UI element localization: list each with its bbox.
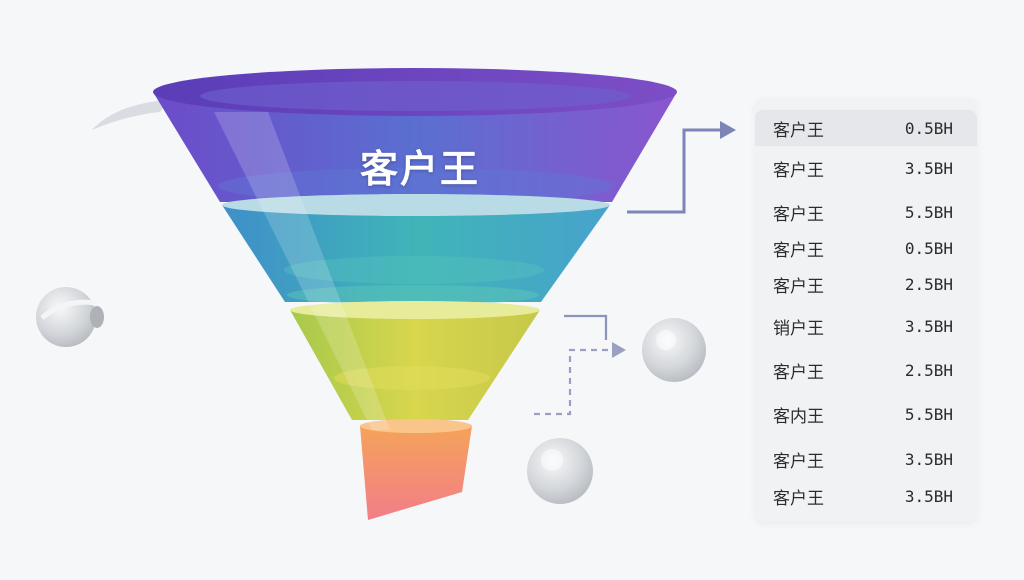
row-value: 5.5BH [904,404,953,424]
panel-row[interactable]: 客户王 2.5BH [755,266,977,302]
row-label: 客户王 [773,204,824,225]
row-value: 3.5BH [904,449,953,469]
panel-row[interactable]: 客内王 5.5BH [755,396,977,432]
panel-row[interactable]: 客户王 3.5BH [755,441,977,477]
arrow-right-icon [720,121,736,139]
row-label: 客户王 [773,488,824,509]
panel-row[interactable]: 客户王 3.5BH [755,150,977,186]
row-label: 客户王 [773,160,824,181]
row-value: 2.5BH [904,274,953,294]
panel-row[interactable]: 客户王 5.5BH [755,194,977,230]
panel-row[interactable]: 客户王 0.5BH [755,230,977,266]
arrow-right-icon [612,342,626,358]
row-value: 5.5BH [904,202,953,222]
panel-row[interactable]: 客户王 2.5BH [755,352,977,388]
row-label: 销户王 [773,318,824,339]
funnel-layer-3 [290,301,540,420]
row-label: 客户王 [773,451,824,472]
row-label: 客内王 [773,406,824,427]
funnel-spout [360,419,472,520]
panel-row[interactable]: 客户王 3.5BH [755,478,977,514]
panel-row[interactable]: 客户王 0.5BH [755,110,977,146]
decorative-swoosh [92,100,168,130]
row-value: 3.5BH [904,158,953,178]
row-value: 2.5BH [904,360,953,380]
row-label: 客户王 [773,362,824,383]
row-label: 客户王 [773,240,824,261]
row-value: 3.5BH [904,316,953,336]
funnel-layer-2 [222,194,610,305]
funnel-layer-1 [153,68,677,204]
row-value: 0.5BH [904,238,953,258]
connector-arrow[interactable] [627,121,736,214]
row-label: 客户王 [773,120,824,141]
decorative-sphere-left [36,287,104,347]
dashed-connector [534,314,626,416]
decorative-sphere-right-bottom [527,438,593,504]
panel-row[interactable]: 销户王 3.5BH [755,308,977,344]
row-value: 0.5BH [904,118,953,138]
row-value: 3.5BH [904,486,953,506]
funnel-title: 客户王 [359,147,480,191]
value-panel: 客户王 0.5BH 客户王 3.5BH 客户王 5.5BH 客户王 0.5BH … [755,98,977,522]
decorative-sphere-right-top [642,318,706,382]
glass-highlight [214,112,390,430]
row-label: 客户王 [773,276,824,297]
